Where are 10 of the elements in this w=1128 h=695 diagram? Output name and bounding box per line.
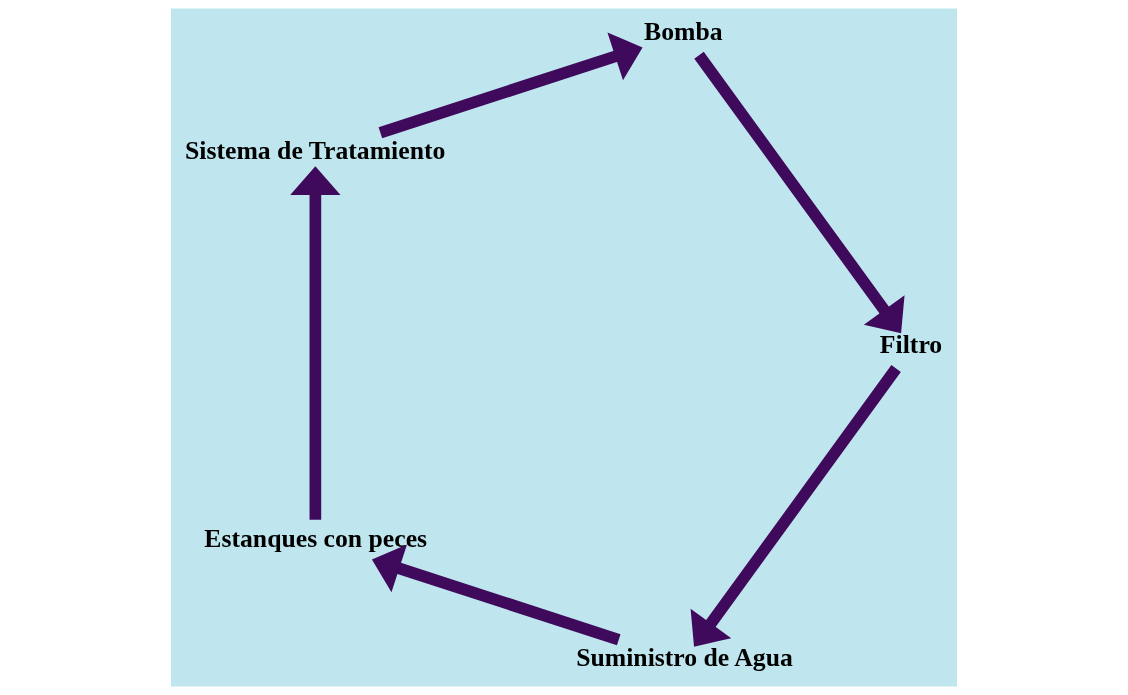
arrow [694,51,905,334]
arrow [290,166,341,520]
node-text: Filtro [879,329,943,359]
arrow [371,544,621,646]
arrow [690,365,901,647]
node-text: Bomba [643,16,723,46]
node-text: Estanques con peces [204,523,428,553]
arrow [378,32,643,139]
node-text: Sistema de Tratamiento [185,136,446,166]
node-text: Suministro de Agua [576,643,793,673]
